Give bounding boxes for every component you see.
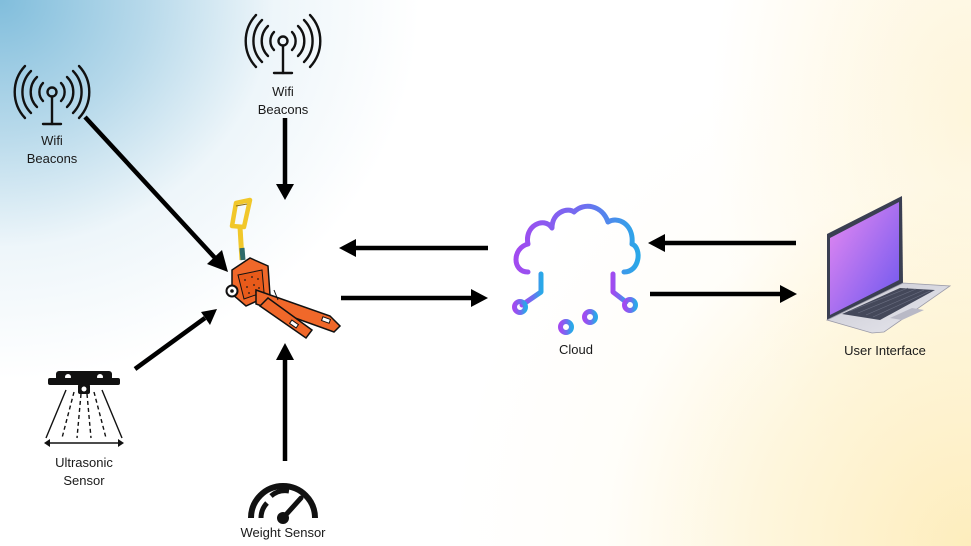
arrow-user-interface-to-cloud [648,234,796,252]
wifi-beacon-icon [13,64,91,126]
wifi-beacons-left-label: Wifi Beacons [22,132,82,168]
arrow-cloud-to-pallet-jack [339,239,488,257]
wifi-beacon-icon [244,13,322,75]
arrow-wifi-top-to-pallet-jack [276,118,294,200]
weight-sensor-label: Weight Sensor [240,525,326,540]
arrow-pallet-jack-to-cloud [341,289,488,307]
pallet-jack-icon [225,197,342,340]
ultrasonic-sensor-icon [44,371,124,447]
laptop-icon [825,196,952,334]
wifi-beacons-left-line1: Wifi [41,133,63,148]
wifi-beacons-top-line1: Wifi [272,84,294,99]
wifi-beacons-top-line2: Beacons [257,102,309,117]
user-interface-label: User Interface [844,343,926,358]
arrow-cloud-to-user-interface [650,285,797,303]
gauge-icon [248,483,318,524]
ultrasonic-sensor-line2: Sensor [63,473,105,488]
arrow-ultrasonic-to-pallet-jack [133,309,217,371]
ultrasonic-sensor-line1: Ultrasonic [55,455,113,470]
arrow-weight-sensor-to-pallet-jack [276,343,294,461]
wifi-beacons-top-label: Wifi Beacons [253,83,313,119]
arrows [83,115,797,461]
wifi-beacons-left-line2: Beacons [26,151,78,166]
arrow-wifi-left-to-pallet-jack [83,115,228,272]
ultrasonic-sensor-label: Ultrasonic Sensor [44,454,124,490]
cloud-network-icon [512,203,641,335]
cloud-label: Cloud [559,342,593,357]
